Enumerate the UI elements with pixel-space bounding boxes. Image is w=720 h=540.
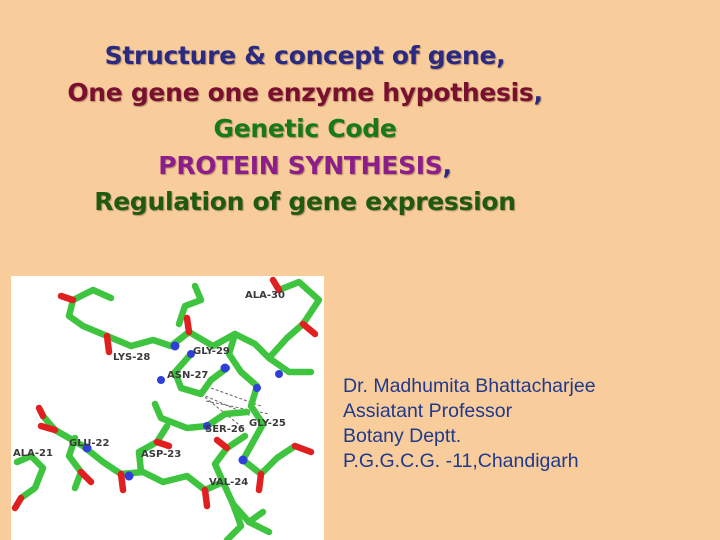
carbon-backbone [13,278,323,540]
residue-label: ALA-21 [13,448,53,459]
author-institution: P.G.G.C.G. -11,Chandigarh [343,450,579,472]
residue-label: SER-26 [205,424,245,435]
residue-label: ASP-23 [141,449,181,460]
author-position: Assiatant Professor [343,400,513,422]
residue-label: GLY-29 [193,346,230,357]
residue-label: ASN-27 [167,370,208,381]
oxygen-atoms [11,276,319,512]
author-name: Dr. Madhumita Bhattacharjee [343,375,596,397]
residue-label: VAL-24 [209,477,248,488]
protein-structure-image: ALA-30 LYS-28 GLY-29 ASN-27 SER-26 GLY-2… [11,276,324,540]
nitrogen-atoms [82,341,283,481]
title-line-hypothesis: One gene one enzyme hypothesis, [0,75,610,112]
title-line-protein-synthesis: PROTEIN SYNTHESIS, [0,148,610,185]
title-line-protein-synthesis-comma: , [442,150,452,180]
residue-label: GLY-25 [249,418,286,429]
title-line-genetic-code: Genetic Code [213,114,397,143]
author-department: Botany Deptt. [343,425,462,447]
title-line-hypothesis-comma: , [533,77,543,107]
residue-label: ALA-30 [245,290,285,301]
title-line-regulation: Regulation of gene expression [94,187,516,216]
slide-title: Structure & concept of gene, One gene on… [0,38,610,221]
title-line-structure: Structure & concept of gene, [104,41,506,70]
residue-label: GLU-22 [69,438,109,449]
title-line-protein-synthesis-text: PROTEIN SYNTHESIS [158,150,443,180]
residue-label: LYS-28 [113,352,150,363]
protein-structure-svg: ALA-30 LYS-28 GLY-29 ASN-27 SER-26 GLY-2… [11,276,323,540]
author-info: Dr. Madhumita Bhattacharjee Assiatant Pr… [343,374,596,474]
residue-labels: ALA-30 LYS-28 GLY-29 ASN-27 SER-26 GLY-2… [13,290,286,488]
title-line-hypothesis-text: One gene one enzyme hypothesis [67,77,534,107]
